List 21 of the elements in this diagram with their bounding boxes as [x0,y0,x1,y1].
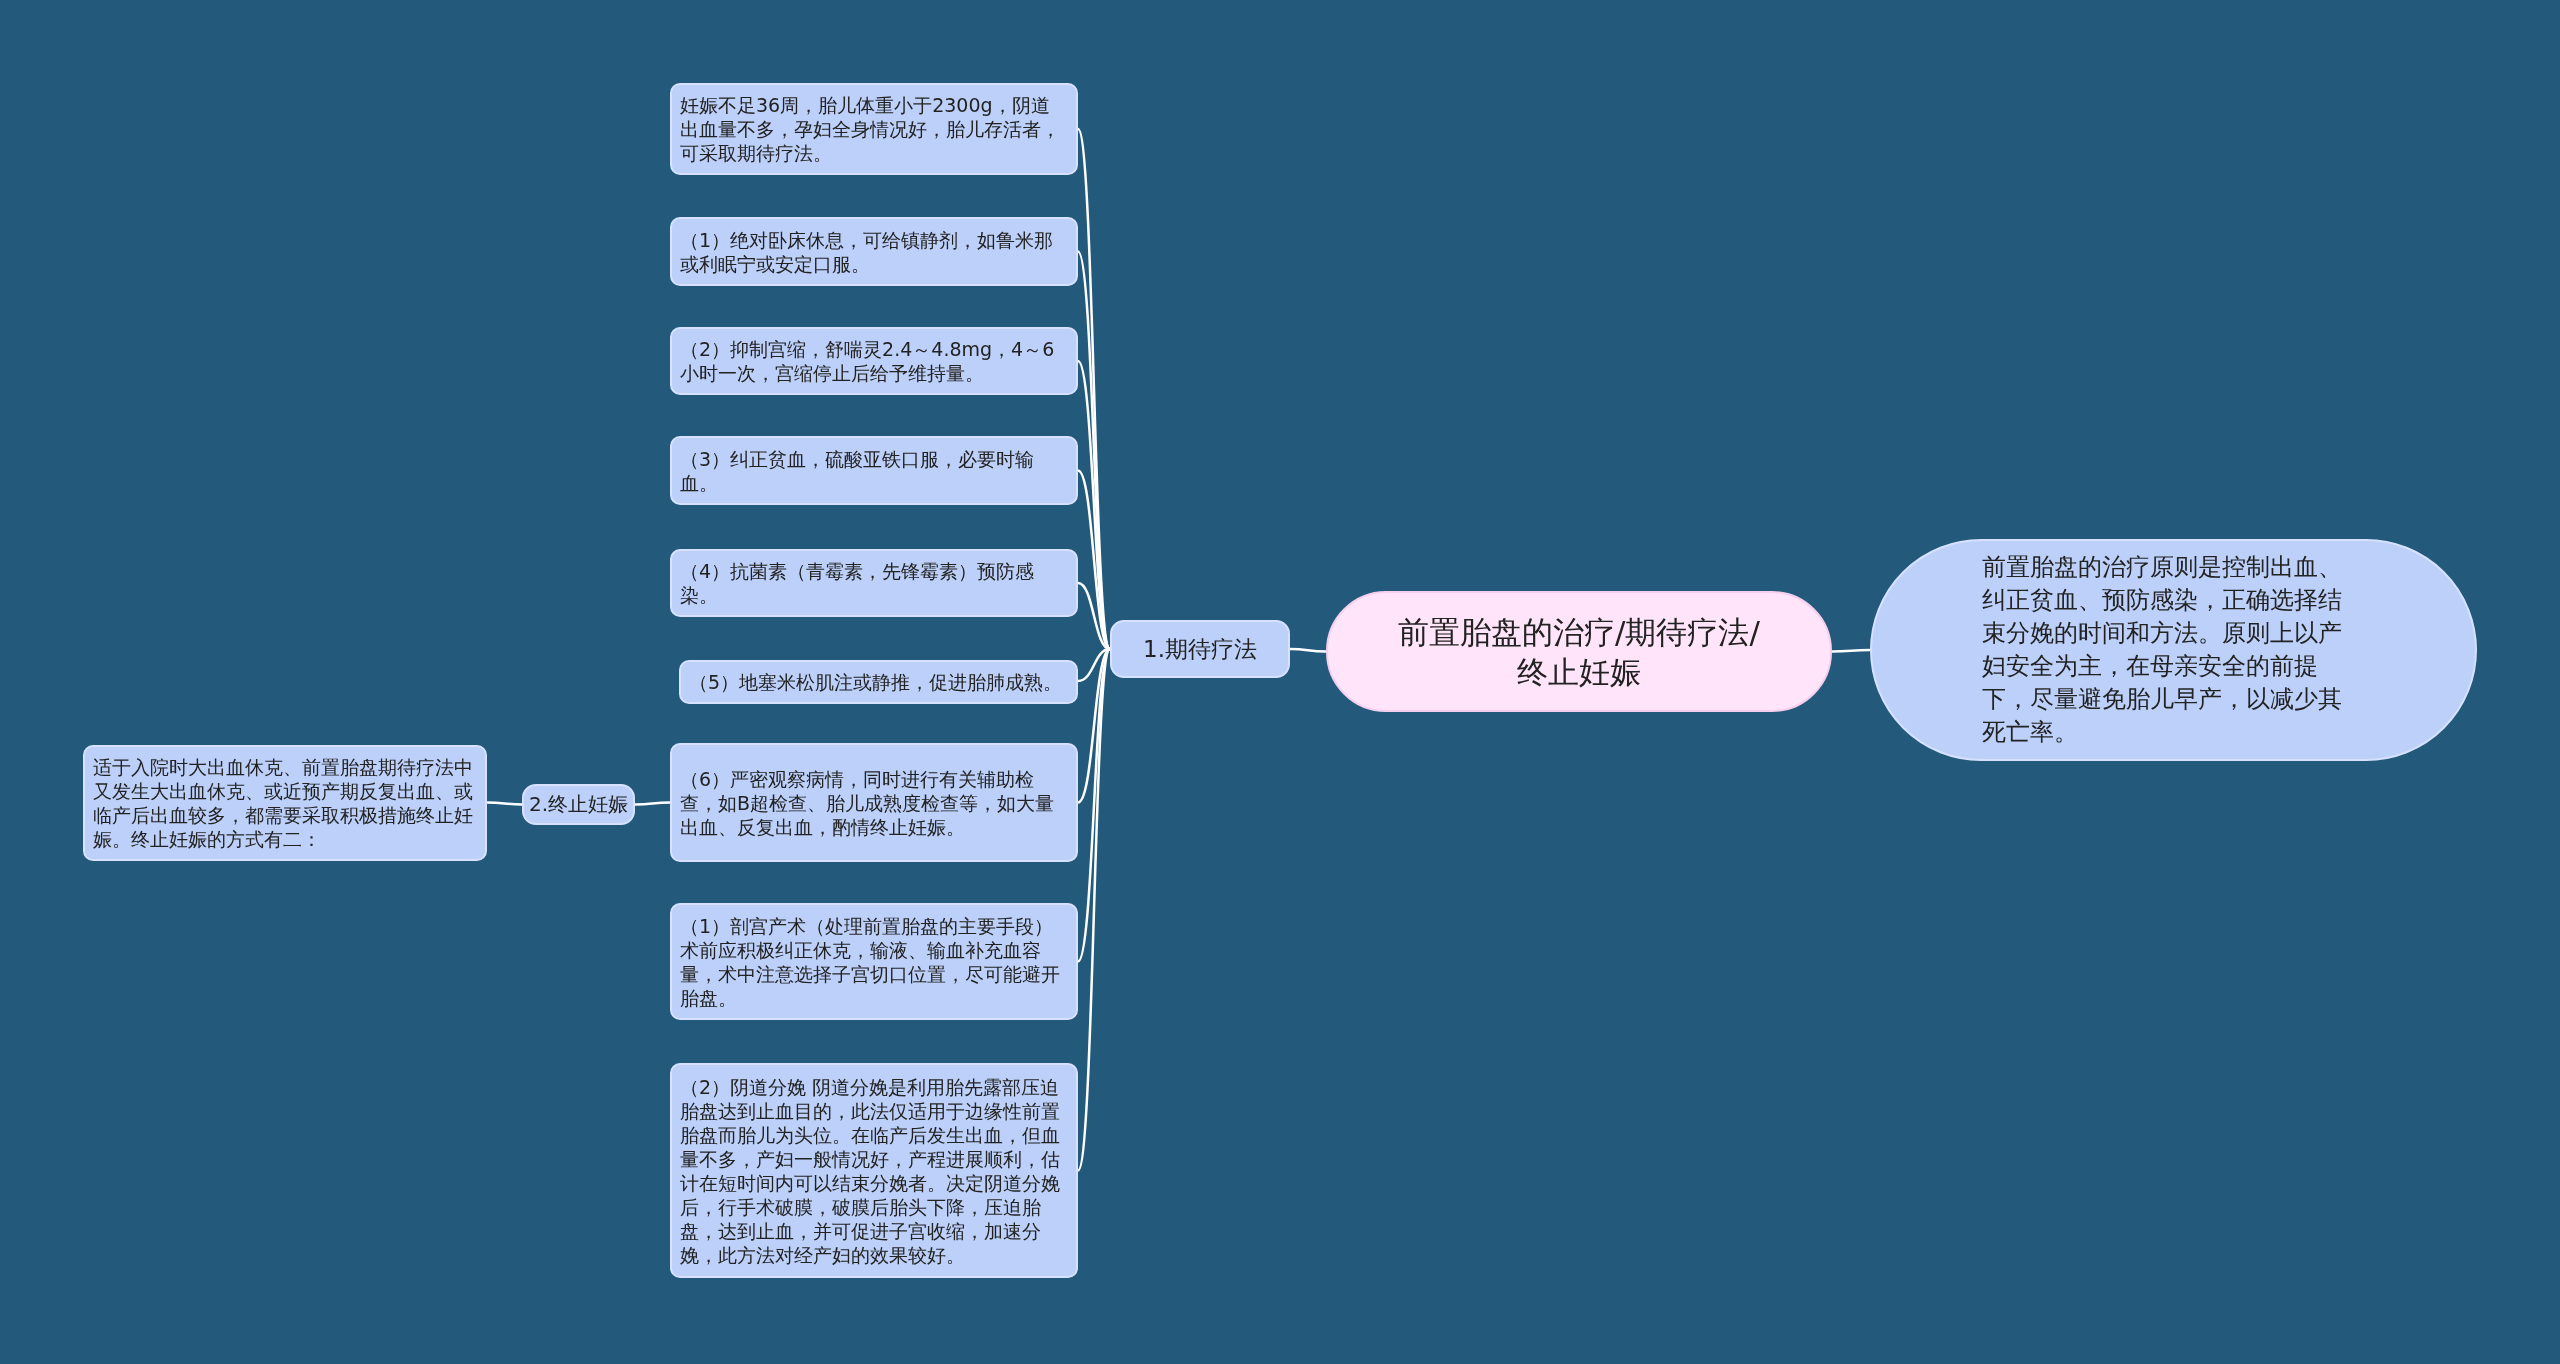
branch-topic: 2.终止妊娠 [522,784,635,825]
topic-box: （1）剖宫产术（处理前置胎盘的主要手段）术前应积极纠正休克，输液、输血补充血容量，术中注意选择子宫切口位置，尽可能避开胎盘。 [670,903,1078,1020]
topic-box: （6）严密观察病情，同时进行有关辅助检查，如B超检查、胎儿成熟度检查等，如大量出血、反复出血，酌情终止妊娠。 [670,743,1078,862]
connector-line [487,801,522,806]
topic-box: （2）抑制宫缩，舒喘灵2.4～4.8mg，4～6小时一次，宫缩停止后给予维持量。 [670,327,1078,395]
topic-box: （4）抗菌素（青霉素，先锋霉素）预防感染。 [670,549,1078,617]
connector-line [1832,648,1870,653]
connector-line [1290,647,1326,653]
topic-box: （2）阴道分娩 阴道分娩是利用胎先露部压迫胎盘达到止血目的，此法仅适用于边缘性前置胎盘而胎儿为头位。在临产后发生出血，但血量不多，产妇一般情况好，产程进展顺利，估计在短时间内可以结束分娩者。决定阴道分娩后，行手术破膜，破膜后胎头下降，压迫胎盘，达到止血，并可促进子宫收缩，加速分娩，此方法对经产妇的效果较好。 [670,1063,1078,1278]
branch-topic: 1.期待疗法 [1110,620,1290,678]
connector-line [1077,648,1111,804]
topic-box: （5）地塞米松肌注或静推，促进胎肺成熟。 [679,660,1078,704]
topic-box: （3）纠正贫血，硫酸亚铁口服，必要时输血。 [670,436,1078,505]
connector-line [635,801,670,806]
topic-bubble: 前置胎盘的治疗原则是控制出血、纠正贫血、预防感染，正确选择结束分娩的时间和方法。原则上以产妇安全为主，在母亲安全的前提下，尽量避免胎儿早产，以减少其死亡率。 [1870,539,2477,761]
topic-box: 妊娠不足36周，胎儿体重小于2300g，阴道出血量不多，孕妇全身情况好，胎儿存活者，可采取期待疗法。 [670,83,1078,175]
topic-box: （1）绝对卧床休息，可给镇静剂，如鲁米那或利眠宁或安定口服。 [670,217,1078,286]
connector-line [1076,648,1112,963]
topic-box: 适于入院时大出血休克、前置胎盘期待疗法中又发生大出血休克、或近预产期反复出血、或临产后出血较多，都需要采取积极措施终止妊娠。终止妊娠的方式有二： [83,745,487,861]
central-topic: 前置胎盘的治疗/期待疗法/终止妊娠 [1326,591,1832,712]
connector-line [1076,648,1112,1171]
